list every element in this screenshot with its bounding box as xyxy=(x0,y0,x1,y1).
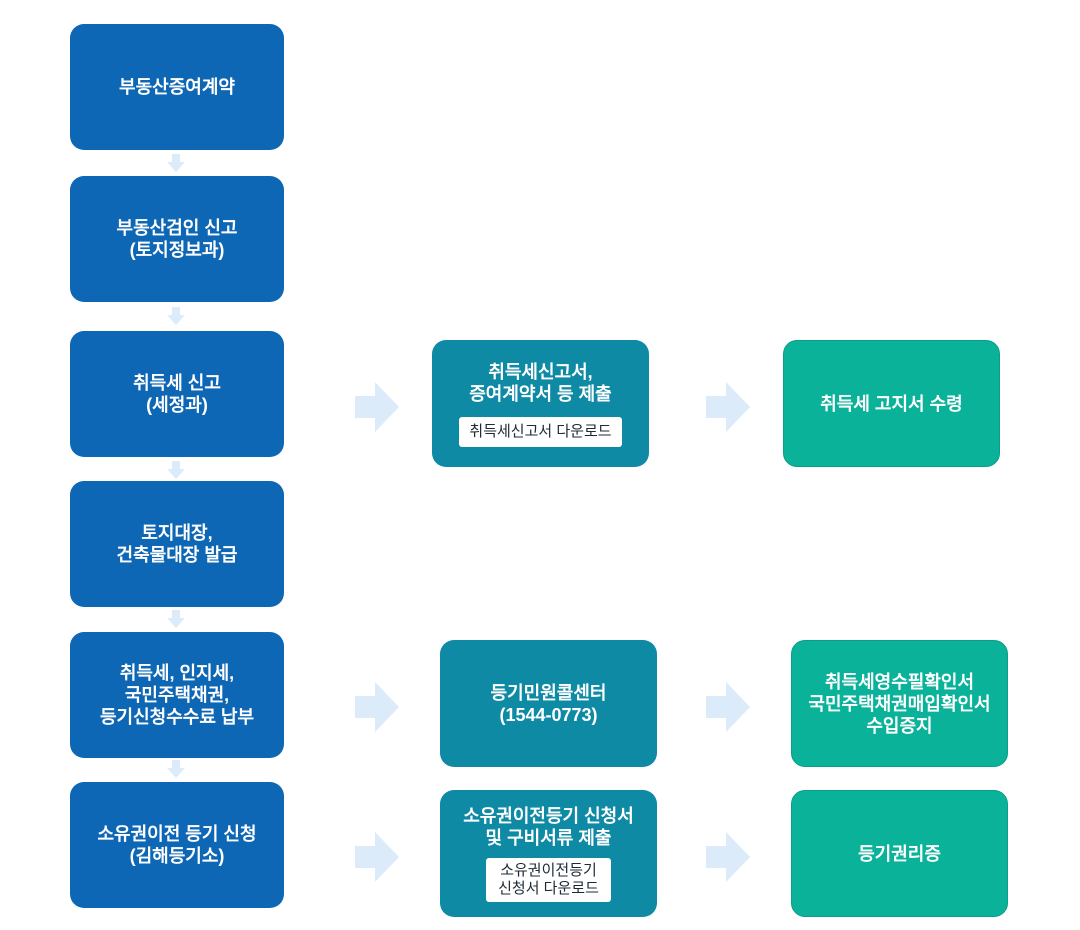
box-label: 수입증지 xyxy=(866,715,933,736)
box-label: 등기민원콜센터 xyxy=(490,682,607,703)
registry-call-center-box: 등기민원콜센터 (1544-0773) xyxy=(440,640,657,767)
registration-certificate-box: 등기권리증 xyxy=(791,790,1008,917)
right-arrow-icon xyxy=(706,832,750,882)
box-label: 등기권리증 xyxy=(858,843,941,864)
step-label: 건축물대장 발급 xyxy=(116,545,238,565)
step-inspection-report: 부동산검인 신고 (토지정보과) xyxy=(70,176,284,302)
down-arrow-icon xyxy=(167,307,185,325)
acquisition-tax-form-download-button[interactable]: 취득세신고서 다운로드 xyxy=(459,416,622,447)
down-arrow-icon xyxy=(167,610,185,628)
step-label: 소유권이전 등기 신청 xyxy=(97,824,257,844)
payment-receipts-box: 취득세영수필확인서 국민주택채권매입확인서 수입증지 xyxy=(791,640,1008,767)
step-label: 토지대장, xyxy=(141,523,213,543)
step-label: 국민주택채권, xyxy=(124,685,230,705)
right-arrow-icon xyxy=(706,682,750,732)
box-label: 소유권이전등기 신청서 xyxy=(463,806,634,826)
down-arrow-icon xyxy=(167,461,185,479)
step-label: 취득세, 인지세, xyxy=(119,663,235,683)
step-label: 등기신청수수료 납부 xyxy=(99,707,255,727)
right-arrow-icon xyxy=(706,382,750,432)
box-label: 증여계약서 등 제출 xyxy=(469,383,612,404)
acquisition-tax-submit-box: 취득세신고서, 증여계약서 등 제출 취득세신고서 다운로드 xyxy=(432,340,649,467)
step-tax-payment: 취득세, 인지세, 국민주택채권, 등기신청수수료 납부 xyxy=(70,632,284,758)
step-label: 부동산증여계약 xyxy=(119,77,235,97)
step-gift-contract: 부동산증여계약 xyxy=(70,24,284,150)
download-button-label: 소유권이전등기 xyxy=(500,862,597,879)
step-label: (김해등기소) xyxy=(129,846,225,866)
step-label: 취득세 신고 xyxy=(133,373,221,393)
step-land-register-issue: 토지대장, 건축물대장 발급 xyxy=(70,481,284,607)
box-label: 취득세영수필확인서 xyxy=(824,671,975,692)
acquisition-tax-notice-box: 취득세 고지서 수령 xyxy=(783,340,1000,467)
step-acquisition-tax-report: 취득세 신고 (세정과) xyxy=(70,331,284,457)
down-arrow-icon xyxy=(167,154,185,172)
registration-submit-box: 소유권이전등기 신청서 및 구비서류 제출 소유권이전등기 신청서 다운로드 xyxy=(440,790,657,917)
box-label: 국민주택채권매입확인서 xyxy=(808,693,991,714)
registration-form-download-button[interactable]: 소유권이전등기 신청서 다운로드 xyxy=(486,858,611,902)
right-arrow-icon xyxy=(355,832,399,882)
right-arrow-icon xyxy=(355,682,399,732)
box-label: 취득세 고지서 수령 xyxy=(820,393,963,414)
right-arrow-icon xyxy=(355,382,399,432)
step-label: (세정과) xyxy=(146,395,208,415)
download-button-label: 취득세신고서 다운로드 xyxy=(469,422,612,440)
step-label: 부동산검인 신고 xyxy=(116,218,238,238)
box-label: 및 구비서류 제출 xyxy=(485,828,612,848)
download-button-label: 신청서 다운로드 xyxy=(498,880,599,897)
step-ownership-registration: 소유권이전 등기 신청 (김해등기소) xyxy=(70,782,284,908)
box-label: 취득세신고서, xyxy=(488,361,593,382)
step-label: (토지정보과) xyxy=(129,240,225,260)
box-label: (1544-0773) xyxy=(499,704,598,725)
down-arrow-icon xyxy=(167,760,185,778)
